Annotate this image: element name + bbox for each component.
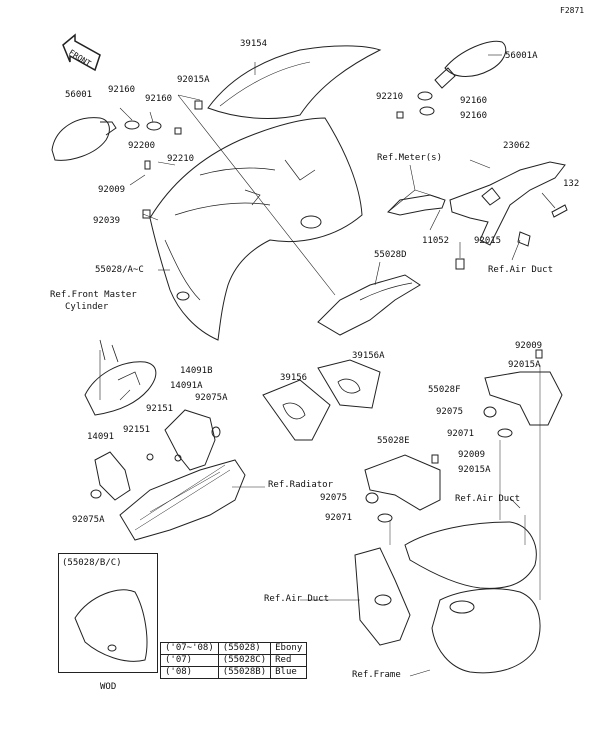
table-cell-color: Red <box>270 654 308 667</box>
table-cell-years: ('07~'08) <box>160 642 219 655</box>
part-92160-r1: 92160 <box>460 96 488 106</box>
part-92151-b: 92151 <box>123 425 151 435</box>
part-92151-a: 92151 <box>146 404 174 414</box>
ref-front-master-1: Ref.Front Master <box>50 290 137 300</box>
frame-shape <box>431 588 541 674</box>
part-132: 132 <box>563 179 580 189</box>
part-92009-r1: 92009 <box>515 341 543 351</box>
part-92075-r1: 92075 <box>436 407 464 417</box>
part-23062: 23062 <box>503 141 531 151</box>
part-39156A: 39156A <box>352 351 385 361</box>
right-mirror-shape <box>444 40 507 77</box>
part-92210-left: 92210 <box>167 154 195 164</box>
table-cell-part: (55028B) <box>217 666 272 679</box>
cowl-bracket-shape <box>449 161 566 246</box>
duct-cover-55028F-shape <box>484 371 563 426</box>
part-92015A-top: 92015A <box>177 75 210 85</box>
side-cover-14091A-shape <box>164 409 216 471</box>
part-55028E: 55028E <box>377 436 410 446</box>
variant-cowl-shape <box>74 589 148 662</box>
part-92075-r2: 92075 <box>320 493 348 503</box>
part-92075A-b: 92075A <box>72 515 105 525</box>
part-92160-a: 92160 <box>108 85 136 95</box>
part-11052: 11052 <box>422 236 450 246</box>
table-cell-part: (55028) <box>217 642 272 655</box>
part-92160-r2: 92160 <box>460 111 488 121</box>
part-92009-r2: 92009 <box>458 450 486 460</box>
part-56001: 56001 <box>65 90 93 100</box>
part-92071-r1: 92071 <box>447 429 475 439</box>
part-92015A-r1: 92015A <box>508 360 541 370</box>
part-92160-b: 92160 <box>145 94 173 104</box>
ref-front-master-2: Cylinder <box>65 302 109 312</box>
part-92075A-a: 92075A <box>195 393 228 403</box>
front-arrow-icon <box>62 33 101 72</box>
color-variant-table: ('07~'08) (55028) Ebony ('07) (55028C) R… <box>160 642 308 679</box>
part-39156: 39156 <box>280 373 308 383</box>
part-92039: 92039 <box>93 216 121 226</box>
table-cell-years: ('07) <box>160 654 219 667</box>
windshield-shape <box>207 45 382 119</box>
upper-cowl-shape <box>149 117 363 341</box>
table-cell-part: (55028C) <box>217 654 272 667</box>
inner-cover-39156A-shape <box>317 359 381 409</box>
part-92015A-r2: 92015A <box>458 465 491 475</box>
table-cell-color: Ebony <box>270 642 308 655</box>
table-cell-color: Blue <box>270 666 308 679</box>
air-duct-shape <box>404 521 537 589</box>
part-92071-r2: 92071 <box>325 513 353 523</box>
ref-meter: Ref.Meter(s) <box>377 153 443 163</box>
ref-radiator: Ref.Radiator <box>268 480 334 490</box>
part-55028-a-c: 55028/A~C <box>95 265 144 275</box>
inner-cover-39156-shape <box>262 379 331 441</box>
part-92009-left: 92009 <box>98 185 126 195</box>
part-14091: 14091 <box>87 432 115 442</box>
part-92200: 92200 <box>128 141 156 151</box>
table-row: ('08) (55028B) Blue <box>160 666 308 679</box>
side-cover-14091-shape <box>94 451 131 501</box>
left-mirror-shape <box>51 117 110 161</box>
ref-frame: Ref.Frame <box>352 670 401 680</box>
part-55028F: 55028F <box>428 385 461 395</box>
ref-air-duct-2: Ref.Air Duct <box>455 494 521 504</box>
side-cover-14091B-shape <box>84 361 157 416</box>
ref-air-duct-3: Ref.Air Duct <box>264 594 330 604</box>
variant-inset-caption: WOD <box>100 682 117 692</box>
part-39154: 39154 <box>240 39 268 49</box>
table-row: ('07~'08) (55028) Ebony <box>160 642 308 655</box>
part-55028D: 55028D <box>374 250 407 260</box>
radiator-shape <box>119 459 246 541</box>
figure-code: F2871 <box>560 6 585 15</box>
duct-cover-55028E-shape <box>364 454 441 511</box>
inner-panel-shape <box>317 274 421 336</box>
variant-inset-box <box>58 553 158 673</box>
part-92210-right: 92210 <box>376 92 404 102</box>
air-duct-left-shape <box>354 547 411 646</box>
ref-air-duct-1: Ref.Air Duct <box>488 265 554 275</box>
part-14091B: 14091B <box>180 366 213 376</box>
variant-inset-title: (55028/B/C) <box>62 558 122 568</box>
table-cell-years: ('08) <box>160 666 219 679</box>
part-56001A: 56001A <box>505 51 538 61</box>
part-92015: 92015 <box>474 236 502 246</box>
table-row: ('07) (55028C) Red <box>160 654 308 667</box>
part-14091A: 14091A <box>170 381 203 391</box>
